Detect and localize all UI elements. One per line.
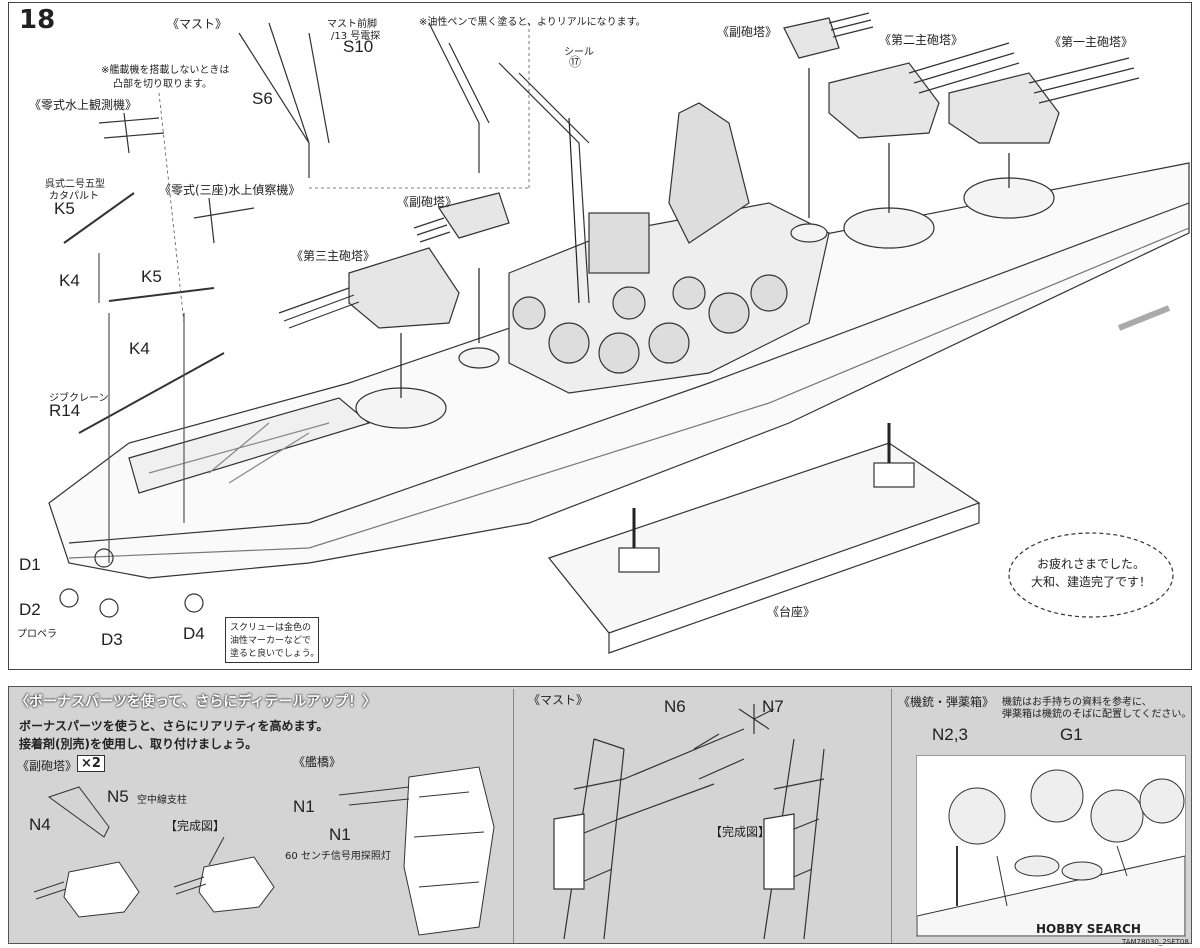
watermark-brand: HOBBY SEARCH — [1036, 922, 1141, 936]
main-turret-1-heading: 《第一主砲塔》 — [1049, 35, 1134, 49]
part-n1-a: N1 — [293, 797, 315, 816]
sub-turret-heading-a: 《副砲塔》 — [717, 25, 778, 39]
main-turret-3-heading: 《第三主砲塔》 — [291, 249, 376, 263]
part-n5: N5 — [107, 787, 129, 806]
zero-recon-plane-heading: 《零式(三座)水上偵察機》 — [159, 183, 301, 197]
part-n4: N4 — [29, 815, 51, 834]
part-g1: G1 — [1060, 725, 1083, 744]
searchlight-label: 60 センチ信号用探照灯 — [285, 851, 391, 862]
bonus-left-column: 〈ボーナスパーツを使って、さらにディテールアップ！〉 ボーナスパーツを使うと、さ… — [9, 687, 509, 943]
mast-heading: 《マスト》 — [167, 17, 228, 31]
zero-observation-plane-heading: 《零式水上観測機》 — [29, 98, 138, 112]
part-n1-b: N1 — [329, 825, 351, 844]
screw-note-box: スクリューは金色の 油性マーカーなどで 塗ると良いでしょう。 — [225, 617, 319, 663]
machine-gun-heading: 《機銃・弾薬箱》 — [898, 695, 995, 709]
no-aircraft-note-1: ※艦載機を搭載しないときは — [101, 65, 230, 76]
bonus-machine-gun-panel: 《機銃・弾薬箱》 機銃はお手持ちの資料を参考に、 弾薬箱は機銃のそばに配置してく… — [891, 689, 1192, 943]
machine-gun-detail-view — [916, 755, 1186, 937]
part-n2-3: N2,3 — [932, 725, 968, 744]
screw-note-line-3: 塗ると良いでしょう。 — [230, 649, 320, 659]
bridge-heading: 《艦橋》 — [293, 755, 342, 769]
bonus-title: 〈ボーナスパーツを使って、さらにディテールアップ！〉 — [15, 694, 377, 710]
part-d4: D4 — [183, 624, 205, 643]
machine-gun-line-art — [917, 769, 1185, 936]
part-k4-a: K4 — [59, 271, 80, 290]
bonus-description-1: ボーナスパーツを使うと、さらにリアリティを高めます。 — [19, 719, 329, 733]
complete-view-label-a: 【完成図】 — [165, 819, 226, 833]
catapult-label-2: カタパルト — [49, 191, 99, 202]
screw-note-line-1: スクリューは金色の — [230, 623, 312, 633]
bonus-sub-turret-heading: 《副砲塔》 — [17, 759, 78, 773]
stand-heading: 《台座》 — [767, 605, 816, 619]
seal-number: ⑰ — [569, 55, 582, 69]
complete-view-label-b: 【完成図】 — [710, 825, 771, 839]
machine-gun-note-2: 弾薬箱は機銃のそばに配置してください。 — [1002, 709, 1192, 720]
part-r14: R14 — [49, 401, 81, 420]
part-s10: S10 — [343, 37, 374, 56]
assembly-step-panel: 18 《マスト》 マスト前脚 /13 号電探 S10 S6 ※油性ペンで黒く塗る… — [8, 2, 1192, 670]
part-d2: D2 — [19, 600, 41, 619]
part-k4-b: K4 — [129, 339, 150, 358]
bonus-mast-panel: 《マスト》 N6 N7 【完成図】 — [513, 689, 888, 943]
main-turret-2-heading: 《第二主砲塔》 — [879, 33, 964, 47]
machine-gun-note-1: 機銃はお手持ちの資料を参考に、 — [1002, 697, 1152, 708]
part-n7: N7 — [762, 697, 784, 716]
screw-note-line-2: 油性マーカーなどで — [230, 636, 311, 646]
no-aircraft-note-2: 凸部を切り取ります。 — [113, 79, 212, 90]
part-k5-a: K5 — [54, 199, 75, 218]
antenna-strut-label: 空中線支柱 — [137, 795, 187, 806]
bubble-line-1: お疲れさまでした。 — [1036, 557, 1145, 571]
catapult-label-1: 呉式二号五型 — [45, 179, 105, 190]
sub-turret-heading-b: 《副砲塔》 — [397, 195, 458, 209]
watermark-code: TAM78030_2SET08 — [1122, 938, 1189, 946]
bonus-left-line-art — [33, 766, 495, 936]
jib-crane-label: ジブクレーン — [49, 393, 109, 404]
bonus-description-2: 接着剤(別売)を使用し、取り付けましょう。 — [19, 737, 258, 751]
ship-line-art — [48, 12, 1190, 654]
seal-label: シール — [564, 47, 594, 58]
part-s6: S6 — [252, 89, 273, 108]
bubble-line-2: 大和、建造完了です！ — [1030, 575, 1151, 589]
radar-label: /13 号電探 — [331, 31, 381, 42]
completion-speech-bubble: お疲れさまでした。 大和、建造完了です！ — [1021, 555, 1161, 591]
mast-front-leg-label: マスト前脚 — [327, 19, 377, 30]
part-k5-b: K5 — [141, 267, 162, 286]
bonus-mast-heading: 《マスト》 — [528, 693, 589, 707]
part-n6: N6 — [664, 697, 686, 716]
oil-pen-note: ※油性ペンで黒く塗ると、よりリアルになります。 — [419, 17, 646, 28]
part-d1: D1 — [19, 555, 41, 574]
bonus-parts-section: 〈ボーナスパーツを使って、さらにディテールアップ！〉 ボーナスパーツを使うと、さ… — [8, 686, 1192, 944]
propeller-label: プロペラ — [17, 629, 57, 640]
step-number: 18 — [19, 5, 56, 35]
part-d3: D3 — [101, 630, 123, 649]
quantity-badge: ×2 — [77, 755, 105, 772]
bonus-mast-line-art — [553, 704, 825, 940]
